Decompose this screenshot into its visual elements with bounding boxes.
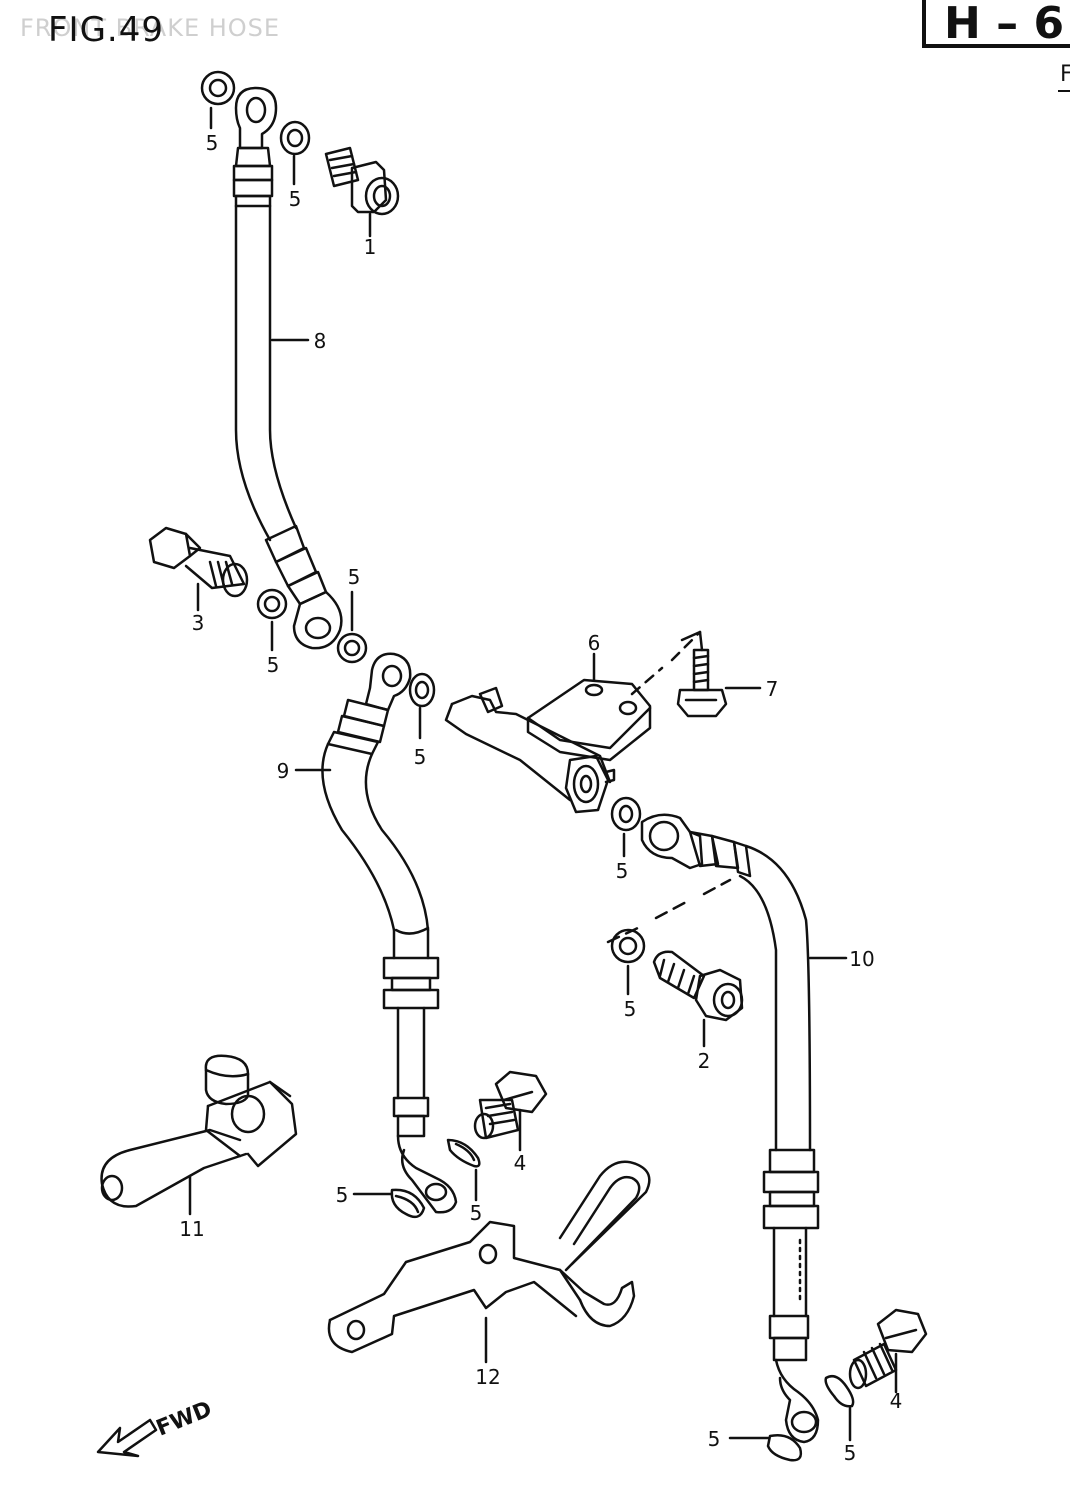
callout-5: 5 — [616, 859, 629, 883]
callout-5: 5 — [844, 1441, 857, 1465]
figure-ghost-title: FRONT BRAKE HOSE — [20, 14, 281, 42]
page-code-box: H – 6 — [922, 0, 1070, 49]
brake-hose-10 — [640, 813, 820, 1444]
junction-block-6 — [444, 678, 652, 814]
callout-11: 11 — [179, 1217, 204, 1241]
washer-5-d — [336, 632, 368, 664]
callout-5: 5 — [624, 997, 637, 1021]
callout-9: 9 — [277, 759, 290, 783]
callout-5: 5 — [708, 1427, 721, 1451]
clamp-12 — [327, 1160, 651, 1354]
banjo-bolt-4-b — [848, 1308, 928, 1390]
callout-4: 4 — [514, 1151, 527, 1175]
callout-5: 5 — [348, 565, 361, 589]
bolt-7 — [676, 648, 728, 718]
callout-5: 5 — [289, 187, 302, 211]
page-code: H – 6 — [944, 0, 1065, 49]
forward-arrow-icon — [96, 1418, 158, 1458]
callout-5: 5 — [414, 745, 427, 769]
banjo-bolt-1 — [324, 146, 400, 216]
callout-12: 12 — [475, 1365, 500, 1389]
figure-title: FIG.49 — [48, 10, 165, 50]
page-sub-code: F — [1060, 62, 1070, 87]
washer-5-f — [610, 796, 642, 832]
clamp-11 — [100, 1054, 298, 1208]
callout-7: 7 — [766, 677, 779, 701]
callout-5: 5 — [336, 1183, 349, 1207]
washer-5-i — [390, 1188, 426, 1219]
washer-5-a — [200, 70, 236, 106]
banjo-bolt-2 — [652, 950, 744, 1022]
washer-5-g — [610, 928, 646, 964]
callout-10: 10 — [849, 947, 874, 971]
callout-4: 4 — [890, 1389, 903, 1413]
callout-2: 2 — [698, 1049, 711, 1073]
washer-5-h — [446, 1138, 481, 1168]
washer-5-j — [824, 1375, 855, 1408]
washer-5-c — [256, 588, 288, 620]
brake-hose-8 — [232, 86, 343, 650]
callout-8: 8 — [314, 329, 327, 353]
brake-hose-9 — [321, 652, 458, 1214]
callout-5: 5 — [206, 131, 219, 155]
callout-6: 6 — [588, 631, 601, 655]
forward-label: FWD — [153, 1397, 216, 1442]
washer-5-e — [408, 672, 436, 708]
banjo-bolt-4-a — [473, 1070, 548, 1140]
banjo-bolt-3 — [148, 526, 249, 598]
callout-3: 3 — [192, 611, 205, 635]
washer-5-b — [279, 120, 311, 156]
page-sub-underline — [1058, 90, 1070, 92]
callout-5: 5 — [470, 1201, 483, 1225]
callout-5: 5 — [267, 653, 280, 677]
callout-1: 1 — [364, 235, 377, 259]
washer-5-k — [766, 1434, 803, 1462]
